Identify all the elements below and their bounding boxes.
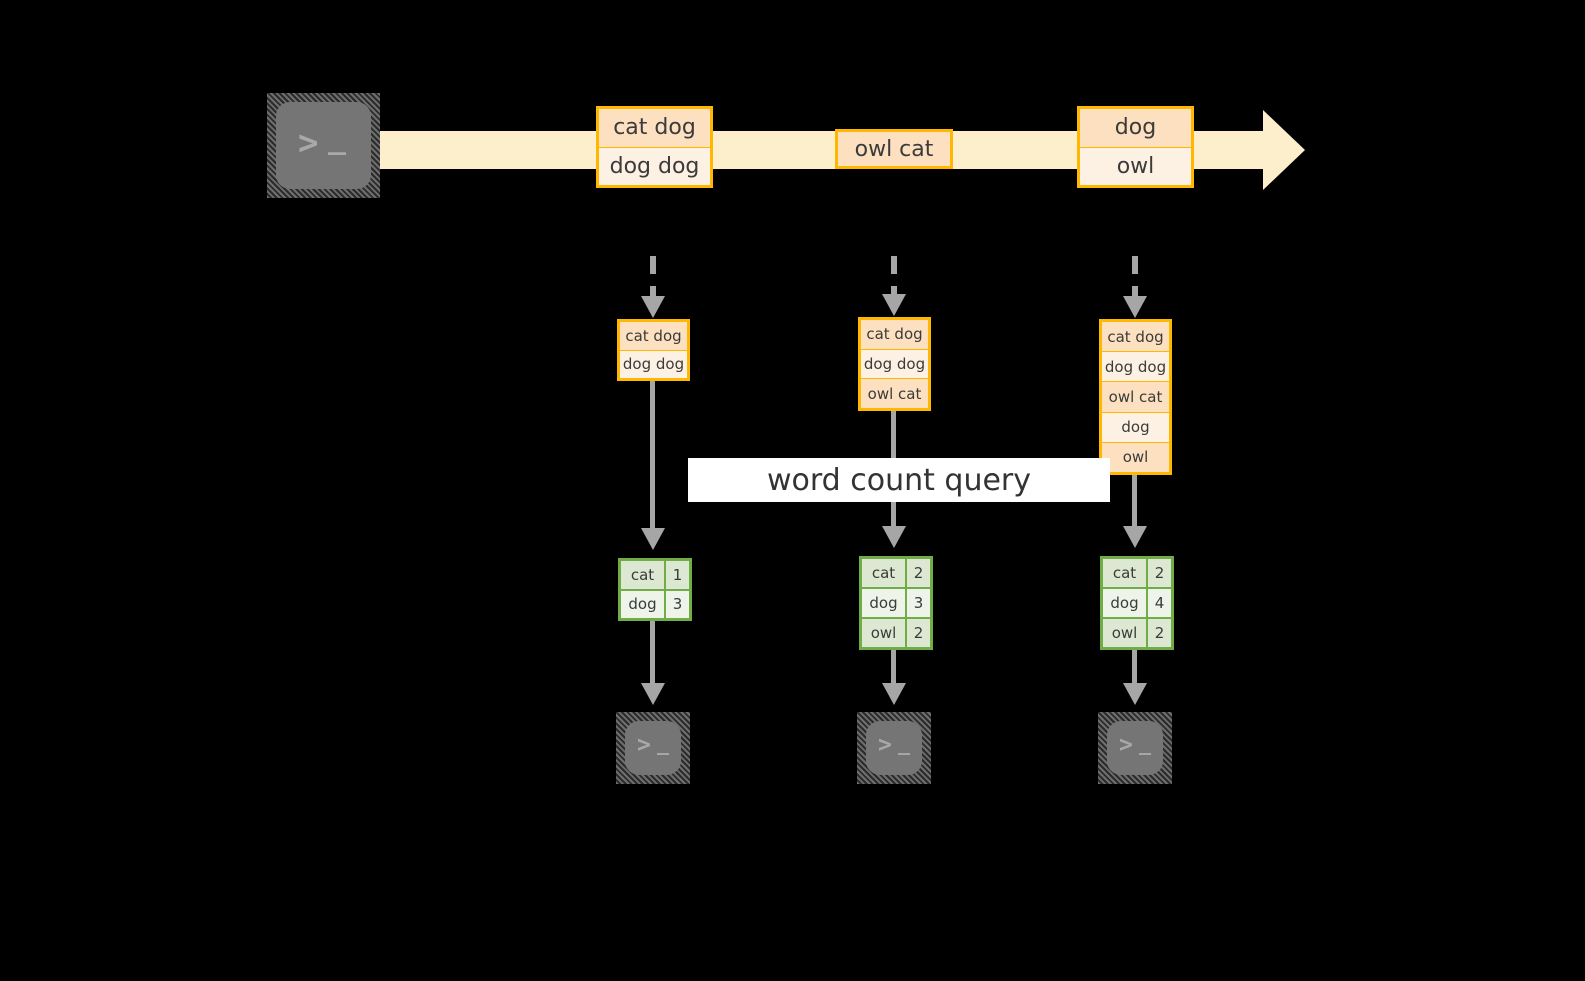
snapshot-1-input-box[interactable]: cat dog dog dog — [617, 319, 690, 381]
snapshot-3-sink-terminal-icon[interactable]: > _ — [1098, 712, 1172, 784]
snapshot-3-result-count-3: 2 — [1148, 619, 1171, 647]
snapshot-3-result-word-1: cat — [1103, 559, 1148, 587]
snapshot-1-result-count-2: 3 — [666, 590, 689, 618]
snapshot-1-result-count-1: 1 — [666, 561, 689, 589]
snapshot-2-dashed-connector — [891, 256, 897, 298]
snapshot-2-input-row-2: dog dog — [861, 349, 928, 380]
snapshot-1-input-row-1: cat dog — [620, 322, 687, 351]
snapshot-3-input-row-4: dog — [1102, 412, 1169, 443]
stream-event-3[interactable]: dog owl — [1077, 106, 1194, 188]
snapshot-1-result-word-1: cat — [621, 561, 666, 589]
stream-source-terminal-icon[interactable]: > _ — [267, 93, 380, 198]
snapshot-3-sink-arrowhead — [1123, 683, 1147, 705]
snapshot-3-input-row-5: owl — [1102, 442, 1169, 473]
snapshot-1-query-arrowhead — [641, 528, 665, 550]
snapshot-1-sink-connector — [650, 621, 655, 687]
snapshot-2-input-row-3: owl cat — [861, 379, 928, 409]
terminal-body: > _ — [625, 721, 681, 775]
snapshot-2-result-row-1: cat 2 — [862, 559, 930, 589]
snapshot-1-sink-terminal-icon[interactable]: > _ — [616, 712, 690, 784]
snapshot-1-dashed-arrowhead — [641, 296, 665, 318]
snapshot-1-dashed-connector — [650, 256, 656, 300]
stream-arrow-head — [1263, 110, 1305, 190]
snapshot-3-result-word-2: dog — [1103, 589, 1148, 617]
snapshot-2-result-word-3: owl — [862, 619, 907, 647]
snapshot-3-sink-connector — [1132, 650, 1137, 687]
terminal-body: > _ — [276, 102, 371, 189]
snapshot-2-input-row-1: cat dog — [861, 320, 928, 350]
snapshot-2-sink-arrowhead — [882, 683, 906, 705]
snapshot-2-result-row-3: owl 2 — [862, 619, 930, 647]
stream-event-1[interactable]: cat dog dog dog — [596, 106, 713, 188]
snapshot-3-result-row-2: dog 4 — [1103, 589, 1171, 619]
terminal-prompt-icon: > — [298, 123, 320, 163]
snapshot-1-result-word-2: dog — [621, 590, 666, 618]
stream-event-3-row-2: owl — [1080, 147, 1191, 185]
terminal-body: > _ — [1107, 721, 1163, 775]
terminal-cursor-icon: _ — [1139, 731, 1153, 755]
snapshot-3-result-row-3: owl 2 — [1103, 619, 1171, 647]
snapshot-3-result-count-1: 2 — [1148, 559, 1171, 587]
snapshot-1-result-row-1: cat 1 — [621, 561, 689, 591]
snapshot-3-result-word-3: owl — [1103, 619, 1148, 647]
terminal-cursor-icon: _ — [657, 731, 671, 755]
snapshot-3-input-row-3: owl cat — [1102, 382, 1169, 413]
snapshot-2-result-word-1: cat — [862, 559, 907, 587]
snapshot-3-result-table[interactable]: cat 2 dog 4 owl 2 — [1100, 556, 1174, 650]
snapshot-1-result-table[interactable]: cat 1 dog 3 — [618, 558, 692, 621]
terminal-prompt-icon: > — [637, 732, 652, 758]
stream-event-2[interactable]: owl cat — [835, 129, 953, 169]
stream-event-1-row-1: cat dog — [599, 109, 710, 148]
snapshot-2-input-box[interactable]: cat dog dog dog owl cat — [858, 317, 931, 411]
snapshot-3-input-box[interactable]: cat dog dog dog owl cat dog owl — [1099, 319, 1172, 475]
snapshot-3-result-row-1: cat 2 — [1103, 559, 1171, 589]
snapshot-3-dashed-arrowhead — [1123, 296, 1147, 318]
snapshot-2-result-table[interactable]: cat 2 dog 3 owl 2 — [859, 556, 933, 650]
snapshot-2-sink-connector — [891, 650, 896, 687]
snapshot-1-query-connector — [650, 381, 655, 533]
stream-event-3-row-1: dog — [1080, 109, 1191, 148]
snapshot-3-query-connector — [1132, 475, 1137, 531]
snapshot-3-input-row-2: dog dog — [1102, 352, 1169, 383]
snapshot-2-query-arrowhead — [882, 526, 906, 548]
stream-event-2-row-1: owl cat — [838, 132, 950, 166]
stream-event-1-row-2: dog dog — [599, 147, 710, 185]
terminal-prompt-icon: > — [878, 732, 893, 758]
query-banner: word count query — [688, 458, 1110, 502]
terminal-cursor-icon: _ — [328, 121, 348, 156]
snapshot-2-result-count-1: 2 — [907, 559, 930, 587]
snapshot-3-input-row-1: cat dog — [1102, 322, 1169, 353]
snapshot-2-result-row-2: dog 3 — [862, 589, 930, 619]
snapshot-2-result-count-2: 3 — [907, 589, 930, 617]
snapshot-1-sink-arrowhead — [641, 683, 665, 705]
snapshot-1-result-row-2: dog 3 — [621, 590, 689, 618]
snapshot-3-dashed-connector — [1132, 256, 1138, 300]
snapshot-3-query-arrowhead — [1123, 526, 1147, 548]
snapshot-3-result-count-2: 4 — [1148, 589, 1171, 617]
snapshot-2-dashed-arrowhead — [882, 294, 906, 316]
terminal-prompt-icon: > — [1119, 732, 1134, 758]
snapshot-2-sink-terminal-icon[interactable]: > _ — [857, 712, 931, 784]
query-banner-label: word count query — [766, 462, 1032, 498]
terminal-body: > _ — [866, 721, 922, 775]
snapshot-2-result-word-2: dog — [862, 589, 907, 617]
snapshot-2-result-count-3: 2 — [907, 619, 930, 647]
snapshot-1-input-row-2: dog dog — [620, 350, 687, 378]
terminal-cursor-icon: _ — [898, 731, 912, 755]
